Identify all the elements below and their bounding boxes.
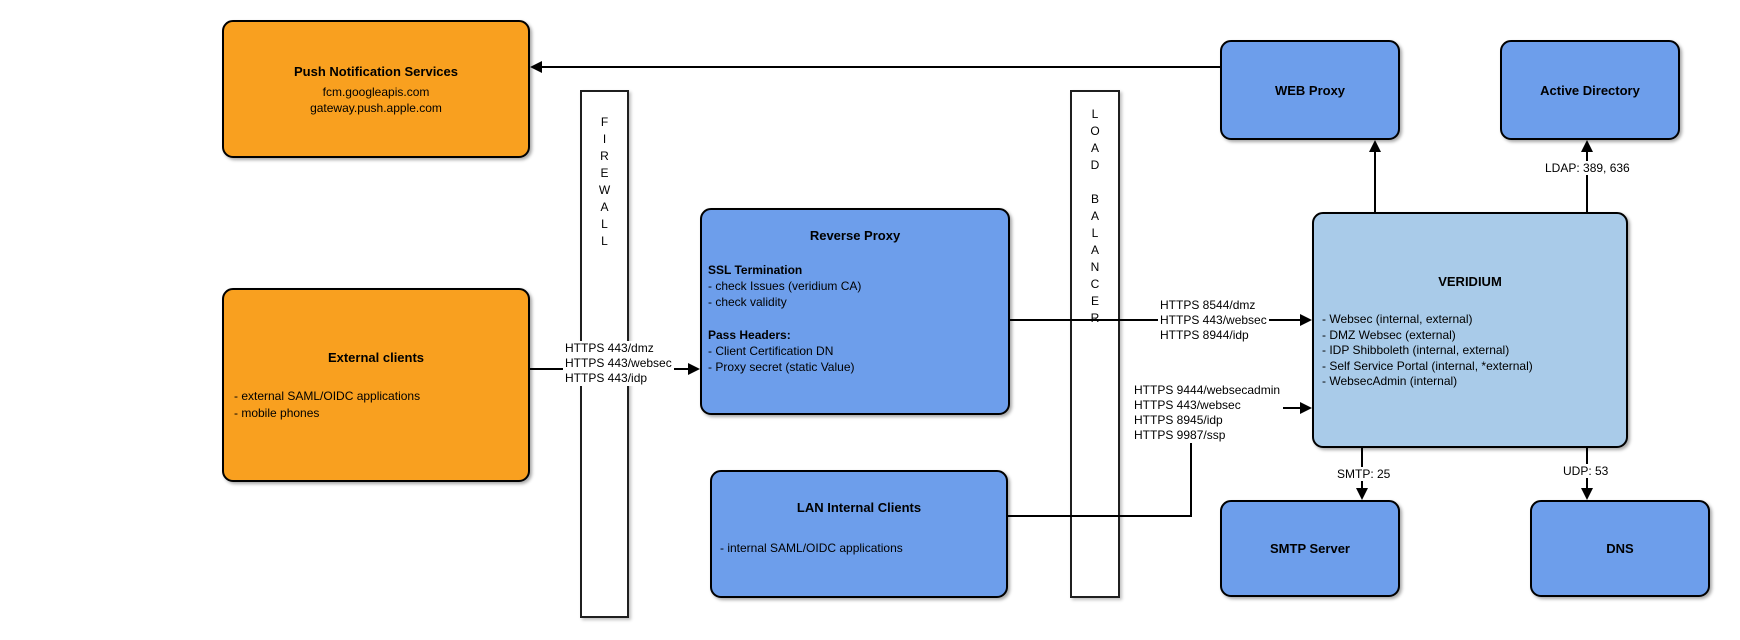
- list-item: - Self Service Portal (internal, *extern…: [1322, 358, 1533, 373]
- edge-lan-into-veridium: [1283, 407, 1300, 409]
- vertical-letter: O: [1090, 124, 1100, 138]
- list-item: - Client Certification DN: [708, 344, 834, 358]
- list-item: - Proxy secret (static Value): [708, 360, 855, 374]
- edge-reverseproxy-to-veridium: [1010, 319, 1300, 321]
- vertical-letter: A: [1090, 243, 1099, 257]
- node-web-proxy: WEB Proxy: [1220, 40, 1400, 140]
- list-item: HTTPS 8945/idp: [1132, 413, 1225, 428]
- node-body: SSL Termination - check Issues (veridium…: [708, 262, 861, 375]
- edge-label-ldap: LDAP: 389, 636: [1542, 161, 1633, 175]
- node-title: Active Directory: [1540, 82, 1640, 98]
- list-item: - WebsecAdmin (internal): [1322, 374, 1458, 388]
- node-subtext: fcm.googleapis.com gateway.push.apple.com: [224, 84, 528, 116]
- arrowhead-up-icon: [1581, 140, 1593, 152]
- list-item: HTTPS 8944/idp: [1158, 328, 1251, 343]
- vertical-letter: L: [601, 217, 608, 231]
- node-active-directory: Active Directory: [1500, 40, 1680, 140]
- list-item: HTTPS 443/idp: [563, 371, 650, 386]
- vertical-letter: N: [1090, 260, 1100, 274]
- node-item-list: - external SAML/OIDC applications - mobil…: [234, 388, 420, 422]
- edge-webproxy-to-push: [542, 66, 1220, 68]
- list-item: HTTPS 443/dmz: [563, 341, 656, 356]
- section-items: - Client Certification DN - Proxy secret …: [708, 343, 861, 375]
- edge-lan-horizontal: [1008, 515, 1192, 517]
- arrowhead-up-icon: [1369, 140, 1381, 152]
- vertical-letter: C: [1090, 277, 1100, 291]
- edge-veridium-to-ad: [1586, 152, 1588, 212]
- node-title: Push Notification Services: [294, 64, 458, 79]
- list-item: - internal SAML/OIDC applications: [720, 541, 903, 555]
- node-title: LAN Internal Clients: [796, 500, 922, 515]
- vertical-letter: R: [1090, 311, 1100, 325]
- node-external-clients: External clients - external SAML/OIDC ap…: [222, 288, 530, 482]
- list-item: fcm.googleapis.com: [322, 85, 430, 99]
- arrowhead-right-icon: [688, 363, 700, 375]
- list-item: - Websec (internal, external): [1322, 312, 1473, 326]
- node-lan-internal-clients: LAN Internal Clients - internal SAML/OID…: [710, 470, 1008, 598]
- vertical-letter: I: [602, 132, 607, 146]
- node-title: External clients: [327, 350, 425, 365]
- vertical-letter: A: [600, 200, 609, 214]
- node-push-notification-services: Push Notification Services fcm.googleapi…: [222, 20, 530, 158]
- list-item: HTTPS 443/websec: [1132, 398, 1243, 413]
- list-item: gateway.push.apple.com: [310, 101, 442, 115]
- arrowhead-down-icon: [1581, 488, 1593, 500]
- vertical-letter: F: [600, 115, 609, 129]
- node-veridium: VERIDIUM - Websec (internal, external)- …: [1312, 212, 1628, 448]
- list-item: HTTPS 9444/websecadmin: [1132, 383, 1283, 398]
- vertical-letter: E: [1090, 294, 1099, 308]
- node-smtp-server: SMTP Server: [1220, 500, 1400, 597]
- arrowhead-left-icon: [530, 61, 542, 73]
- vertical-letter: D: [1090, 158, 1100, 172]
- list-item: HTTPS 8544/dmz: [1158, 298, 1258, 313]
- node-reverse-proxy: Reverse Proxy SSL Termination - check Is…: [700, 208, 1010, 415]
- node-title: Reverse Proxy: [809, 228, 901, 243]
- arrowhead-down-icon: [1356, 488, 1368, 500]
- node-dns: DNS: [1530, 500, 1710, 597]
- vertical-letter: R: [600, 149, 609, 163]
- vertical-letter: L: [1091, 107, 1099, 121]
- edge-veridium-to-webproxy: [1374, 152, 1376, 212]
- list-item: - mobile phones: [234, 406, 320, 420]
- section-heading: SSL Termination: [708, 263, 803, 277]
- vertical-letter: B: [1090, 192, 1099, 206]
- node-title: VERIDIUM: [1438, 274, 1502, 289]
- list-item: - IDP Shibboleth (internal, external): [1322, 343, 1510, 357]
- node-title: WEB Proxy: [1274, 82, 1346, 98]
- vertical-letter: W: [598, 183, 611, 197]
- vertical-letter: E: [600, 166, 609, 180]
- list-item: HTTPS 443/websec: [563, 356, 674, 371]
- list-item: HTTPS 9987/ssp: [1132, 428, 1228, 443]
- node-item-list: - Websec (internal, external)- DMZ Webse…: [1322, 312, 1533, 390]
- list-item: - DMZ Websec (external): [1322, 327, 1456, 342]
- list-item: HTTPS 443/websec: [1158, 313, 1269, 328]
- list-item: - external SAML/OIDC applications: [234, 389, 421, 403]
- list-item: - check validity: [708, 295, 787, 309]
- list-item: - check Issues (veridium CA): [708, 279, 862, 293]
- edge-label-smtp: SMTP: 25: [1334, 467, 1394, 481]
- edge-lan-vertical: [1190, 443, 1192, 517]
- node-title: DNS: [1606, 541, 1634, 556]
- arrowhead-right-icon: [1300, 314, 1312, 326]
- vertical-letter: A: [1090, 209, 1099, 223]
- arrowhead-right-icon: [1300, 402, 1312, 414]
- vertical-letter: L: [601, 234, 608, 248]
- node-item-list: - internal SAML/OIDC applications: [720, 540, 903, 557]
- vertical-letter: A: [1090, 141, 1099, 155]
- section-items: - check Issues (veridium CA) - check vali…: [708, 278, 861, 310]
- edge-label-udp: UDP: 53: [1560, 464, 1612, 478]
- vertical-letter: [1072, 174, 1118, 191]
- section-heading: Pass Headers:: [708, 328, 791, 342]
- vertical-letter: L: [1091, 226, 1099, 240]
- node-title: SMTP Server: [1270, 541, 1350, 556]
